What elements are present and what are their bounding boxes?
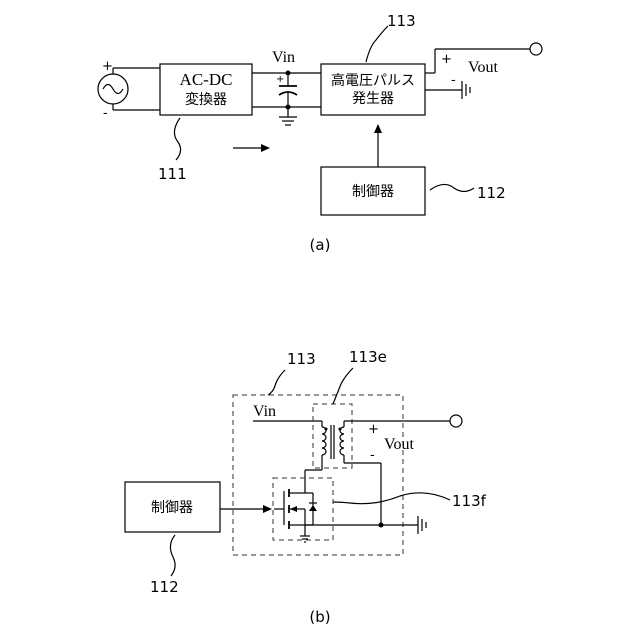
ref-113-b: 113 [287,350,316,368]
vout-label: Vout [468,59,498,76]
controller-label-b: 制御器 [151,500,193,516]
transformer-icon [322,421,344,463]
figure-b: 制御器 Vin + Vout - [125,348,487,626]
leader-111 [174,118,180,160]
vin-label-b: Vin [253,403,276,420]
vout-plus-label: + [441,52,452,67]
controller-label: 制御器 [352,184,394,200]
generator-label-line1: 高電圧パルス [331,72,415,89]
generator-label-line2: 発生器 [352,91,394,107]
vin-label: Vin [272,49,295,66]
caption-b: (b) [309,608,330,626]
vout-minus-label: - [451,73,456,88]
svg-text:+: + [276,74,284,85]
transformer-boundary [313,404,352,468]
control-arrow-icon [374,124,382,167]
ref-113f: 113f [452,492,487,510]
leader-113-b [268,370,285,395]
ref-113: 113 [387,12,416,30]
leader-113f [333,493,450,504]
gate-arrow-icon [220,505,272,513]
ref-112: 112 [477,184,506,202]
ground-icon [279,107,297,125]
output-terminal-b [450,415,462,427]
converter-label-line1: AC-DC [180,70,233,89]
converter-label-line2: 変換器 [185,91,227,108]
vout-label-b: Vout [384,436,414,453]
ac-minus-label: - [103,106,108,121]
flow-arrow-icon [233,144,270,152]
output-ground-icon [462,81,470,99]
ref-112-b: 112 [150,578,179,596]
figure-a: + - AC-DC 変換器 Vin + [98,12,542,254]
leader-112 [430,184,474,191]
output-terminal [530,43,542,55]
capacitor-icon: + [276,73,297,107]
ac-plus-label: + [102,59,113,74]
leader-112-b [170,535,175,576]
ref-111: 111 [158,165,187,183]
caption-a: (a) [310,236,331,254]
ref-113e: 113e [349,348,387,366]
leader-113e [333,368,353,404]
vout-minus-label-b: - [370,448,375,463]
leader-113 [366,26,388,62]
pulse-generator-block [321,64,425,115]
vout-plus-label-b: + [368,422,379,437]
output-ground-icon-b [418,516,426,534]
